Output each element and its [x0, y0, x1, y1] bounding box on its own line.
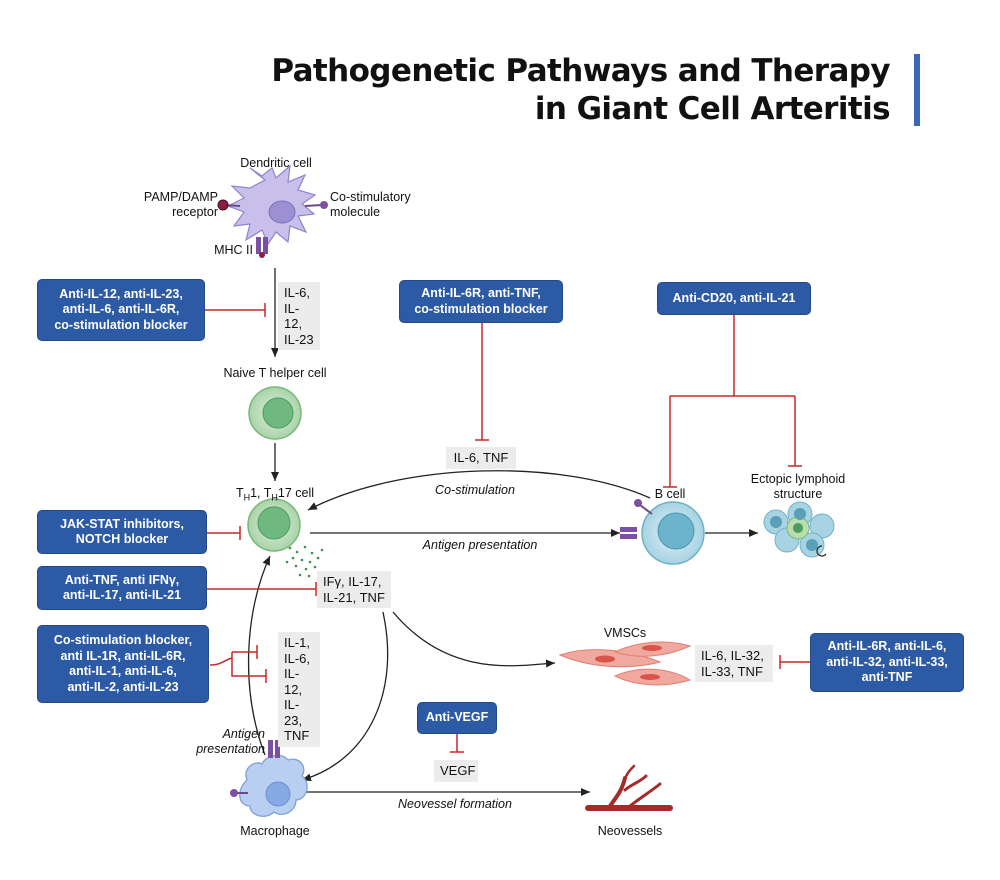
pamp-label-line-2: receptor: [172, 205, 218, 219]
costimulation-label: Co-stimulation: [435, 483, 515, 497]
molecule-text: IL-33, TNF: [701, 663, 763, 679]
title-line-1: Pathogenetic Pathways and Therapy: [271, 53, 890, 89]
therapy-costim-il1r: Co-stimulation blocker, anti IL-1R, anti…: [38, 626, 208, 702]
therapy-anti-vegf: Anti-VEGF: [418, 703, 496, 733]
th-label-end: 17 cell: [277, 486, 315, 500]
therapy-text: co-stimulation blocker: [414, 301, 548, 316]
arrow-th-to-vmsc: [392, 611, 556, 668]
naive-t-cell-icon: [248, 386, 302, 440]
molecule-text: IL-23: [284, 331, 314, 347]
mac-antigen-line-2: presentation: [196, 742, 265, 756]
th-cell-icon: [247, 498, 301, 552]
therapy-text: Anti-IL-12, anti-IL-23,: [59, 286, 183, 301]
therapy-text: Anti-IL-6R, anti-IL-6,: [827, 639, 947, 654]
therapy-text: NOTCH blocker: [75, 532, 169, 546]
therapy-anti-il12-il23: Anti-IL-12, anti-IL-23, anti-IL-6, anti-…: [38, 280, 204, 340]
th-label-t: T: [235, 486, 244, 500]
molecule-box-vmsc-cytokines: IL-6, IL-32, IL-33, TNF: [695, 645, 773, 682]
molecule-text: IFγ, IL-17,: [323, 574, 382, 589]
molecule-box-macrophage-cytokines: IL-1, IL-6, IL-12, IL-23, TNF: [278, 632, 320, 747]
therapy-text: anti-IL-2, anti-IL-23: [67, 679, 179, 694]
dendritic-cell-label: Dendritic cell: [240, 156, 312, 170]
diagram-title: Pathogenetic Pathways and Therapy in Gia…: [271, 52, 890, 128]
therapy-jak-stat-notch: JAK-STAT inhibitors, NOTCH blocker: [38, 511, 206, 553]
therapy-anti-cd20-il21: Anti-CD20, anti-IL-21: [658, 283, 810, 314]
therapy-text: Anti-CD20, anti-IL-21: [672, 290, 796, 305]
ectopic-label-line-1: Ectopic lymphoid: [750, 472, 846, 486]
vmsc-label: VMSCs: [603, 626, 647, 640]
b-cell-label: B cell: [654, 487, 686, 501]
costimulatory-molecule-label: Co-stimulatory molecule: [330, 190, 426, 220]
therapy-text: anti-TNF: [861, 670, 913, 685]
arrow-macrophage-to-th: [247, 555, 271, 756]
mac-antigen-line-1: Antigen: [222, 727, 265, 741]
molecule-text: IL-1,: [284, 635, 311, 650]
molecule-text: IL-12,: [284, 666, 303, 697]
neovessel-formation-label: Neovessel formation: [398, 797, 512, 811]
neovessels-label: Neovessels: [597, 824, 663, 838]
ectopic-label-line-2: structure: [773, 487, 823, 501]
therapy-vmsc-anti-il6r: Anti-IL-6R, anti-IL-6, anti-IL-32, anti-…: [811, 634, 963, 691]
therapy-text: Anti-IL-6R, anti-TNF,: [421, 286, 541, 300]
therapy-text: co-stimulation blocker: [54, 317, 188, 332]
th-label-sub-2: H: [271, 492, 278, 503]
therapy-text: Co-stimulation blocker,: [53, 633, 193, 647]
molecule-box-il6-tnf: IL-6, TNF: [446, 447, 516, 469]
therapy-text: anti-IL-6, anti-IL-6R,: [62, 302, 180, 317]
molecule-text: VEGF: [440, 763, 476, 778]
naive-t-helper-label: Naive T helper cell: [223, 366, 327, 380]
title-line-2: in Giant Cell Arteritis: [534, 91, 891, 127]
molecule-text: IL-21, TNF: [323, 589, 385, 605]
vmsc-icon: [558, 641, 692, 686]
therapy-anti-tnf-ifng: Anti-TNF, anti IFNγ, anti-IL-17, anti-IL…: [38, 567, 206, 609]
therapy-anti-il6r-tnf: Anti-IL-6R, anti-TNF, co-stimulation blo…: [400, 281, 562, 322]
molecule-box-th-cytokines: IFγ, IL-17, IL-21, TNF: [317, 571, 391, 608]
th-label-mid: 1, T: [250, 486, 272, 500]
therapy-text: Anti-TNF, anti IFNγ,: [64, 572, 180, 587]
therapy-text: JAK-STAT inhibitors,: [60, 516, 184, 531]
b-cell-icon: [620, 499, 705, 565]
pamp-damp-receptor-label: PAMP/DAMP receptor: [134, 190, 218, 220]
therapy-text: anti-IL-32, anti-IL-33,: [826, 654, 948, 669]
th-label-sub-1: H: [243, 492, 251, 503]
ectopic-lymphoid-label: Ectopic lymphoid structure: [738, 472, 858, 502]
ectopic-lymphoid-icon: [763, 501, 835, 558]
flow-arrows: [247, 268, 758, 796]
costim-label-line-1: Co-stimulatory: [330, 190, 411, 204]
therapy-text: anti IL-1R, anti-IL-6R,: [60, 648, 186, 663]
antigen-presentation-label: Antigen presentation: [422, 538, 538, 552]
dendritic-cell-icon: [217, 164, 328, 258]
title-accent-bar: [914, 54, 920, 126]
th1-th17-label: TH1, TH17 cell: [205, 486, 345, 506]
molecule-text: IL-6, IL-32,: [701, 648, 764, 663]
arrow-th-to-macrophage: [301, 611, 389, 782]
macrophage-label: Macrophage: [240, 824, 310, 838]
costim-label-line-2: molecule: [330, 205, 381, 219]
molecule-text: IL-12,: [284, 300, 303, 332]
neovessels-icon: [585, 764, 673, 811]
molecule-text: IL-6,: [284, 285, 311, 300]
molecule-text: TNF: [284, 728, 310, 743]
cytokine-particles: [285, 545, 324, 578]
molecule-box-il6-il12-il23: IL-6, IL-12, IL-23: [278, 282, 320, 350]
inhibition-lines: [205, 303, 810, 753]
therapy-text: anti-IL-17, anti-IL-21: [62, 588, 182, 602]
molecule-box-vegf: VEGF: [434, 760, 478, 782]
molecule-text: IL-23,: [284, 697, 303, 728]
therapy-text: anti-IL-1, anti-IL-6,: [69, 664, 177, 678]
molecule-text: IL-6,: [284, 650, 311, 666]
macrophage-icon: [230, 740, 308, 817]
therapy-text: Anti-VEGF: [425, 710, 489, 725]
pamp-label-line-1: PAMP/DAMP: [143, 190, 218, 204]
macrophage-antigen-presentation-label: Antigen presentation: [185, 727, 265, 757]
arrow-costimulation: [307, 470, 651, 511]
mhc-ii-label: MHC II: [214, 243, 253, 257]
molecule-text: IL-6, TNF: [453, 450, 509, 465]
